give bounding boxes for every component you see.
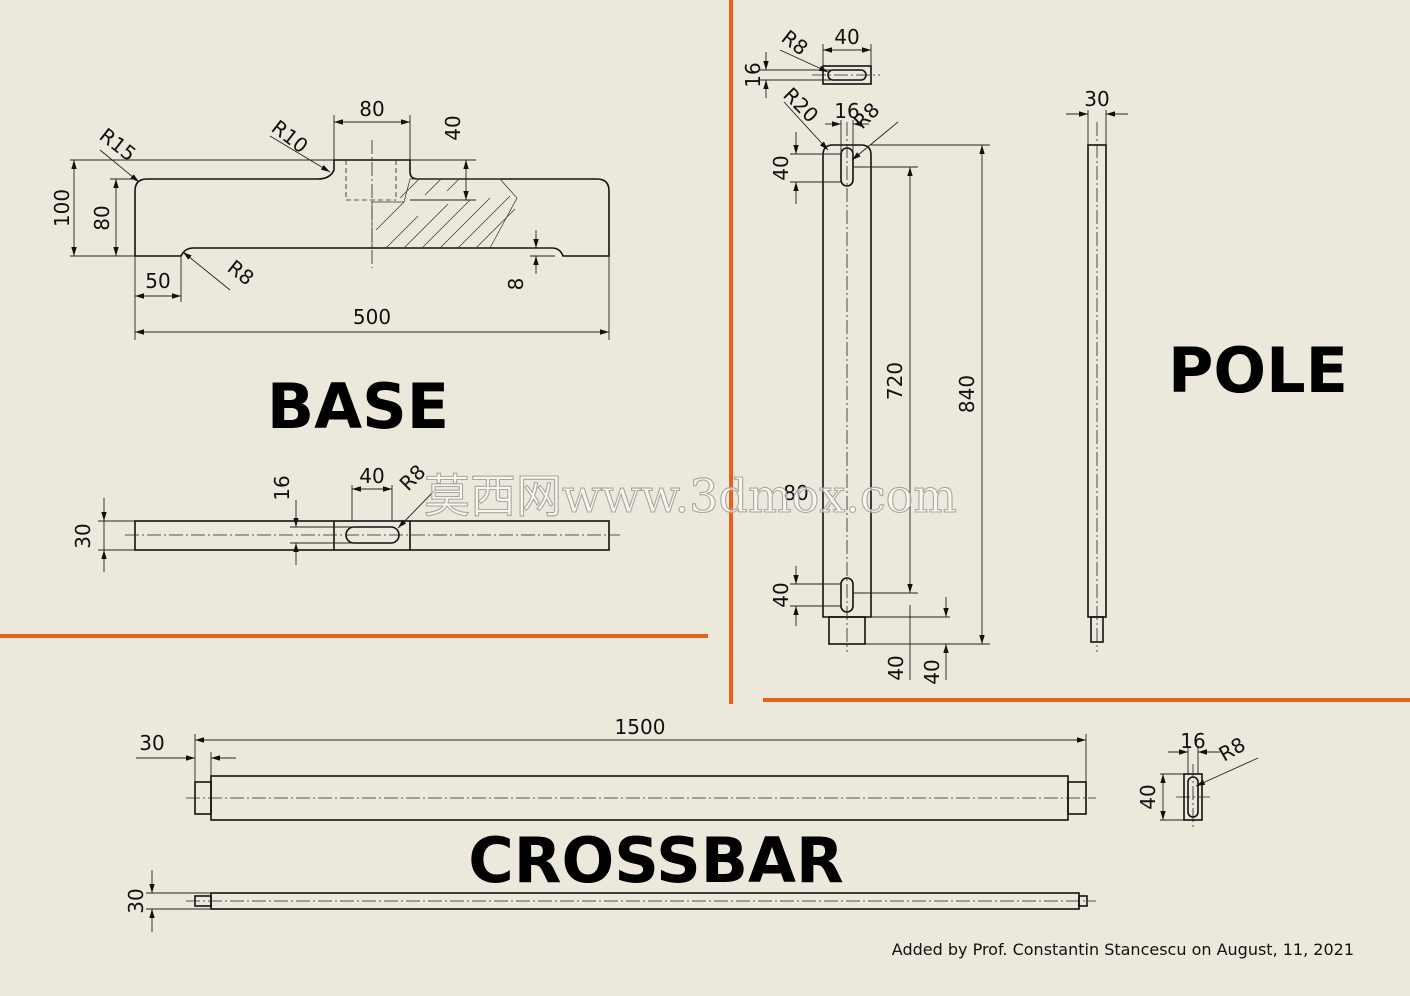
pole-top-end-view: R8 40 16 <box>741 25 880 98</box>
base-front-view: R15 R10 80 40 100 80 50 R8 8 500 <box>50 97 610 340</box>
crossbar-end-dim-16: 16 <box>1180 729 1205 753</box>
base-dim-80: 80 <box>359 97 384 121</box>
crossbar-end-dim-40: 40 <box>1136 784 1160 809</box>
pole-dim-16: 16 <box>834 99 859 123</box>
crossbar-top-view: 30 <box>124 870 1096 932</box>
base-dim-80-height: 80 <box>90 205 114 230</box>
crossbar-title: CROSSBAR <box>468 824 843 897</box>
base-dim-100: 100 <box>50 189 74 227</box>
pole-dim-40-base-a: 40 <box>884 655 908 680</box>
pole-top-dim-16: 16 <box>741 62 765 87</box>
base-dim-500: 500 <box>353 305 391 329</box>
crossbar-end-view: 16 R8 40 <box>1136 729 1259 830</box>
base-top-dim-40: 40 <box>359 464 384 488</box>
crossbar-front-view: 1500 30 <box>136 715 1096 821</box>
base-section-hatch <box>371 178 518 249</box>
section-dividers <box>0 0 1410 704</box>
pole-top-dim-40: 40 <box>834 25 859 49</box>
base-dim-r8: R8 <box>223 255 259 290</box>
pole-dim-80: 80 <box>783 481 808 505</box>
crossbar-end-dim-r8: R8 <box>1215 732 1250 766</box>
base-dim-40: 40 <box>441 115 465 140</box>
pole-side-view: 30 <box>1066 87 1128 652</box>
pole-dim-840: 840 <box>955 375 979 413</box>
pole-dim-40-top: 40 <box>769 155 793 180</box>
base-title: BASE <box>267 370 449 443</box>
pole-side-dim-30: 30 <box>1084 87 1109 111</box>
pole-section: R8 40 16 <box>741 25 1348 685</box>
base-dim-50: 50 <box>145 269 170 293</box>
crossbar-dim-30: 30 <box>139 731 164 755</box>
crossbar-section: 1500 30 CROSSBAR 30 <box>124 715 1259 932</box>
crossbar-dim-1500: 1500 <box>615 715 666 739</box>
credit-line: Added by Prof. Constantin Stancescu on A… <box>892 940 1354 959</box>
base-dim-8: 8 <box>504 278 528 291</box>
base-dim-r10: R10 <box>267 115 313 158</box>
watermark: 莫西网www.3dmox.com <box>424 469 957 523</box>
pole-dim-40-base-b: 40 <box>920 659 944 684</box>
pole-dim-40-bottom-hole: 40 <box>769 582 793 607</box>
pole-top-dim-r8: R8 <box>777 25 813 60</box>
base-top-dim-16: 16 <box>270 475 294 500</box>
crossbar-top-dim-30: 30 <box>124 888 148 913</box>
pole-dim-720: 720 <box>883 362 907 400</box>
base-top-dim-30: 30 <box>71 523 95 548</box>
pole-dim-r20: R20 <box>778 83 823 128</box>
pole-title: POLE <box>1168 334 1348 407</box>
pole-front-view: R20 16 R8 40 720 840 80 40 40 40 <box>769 83 990 685</box>
